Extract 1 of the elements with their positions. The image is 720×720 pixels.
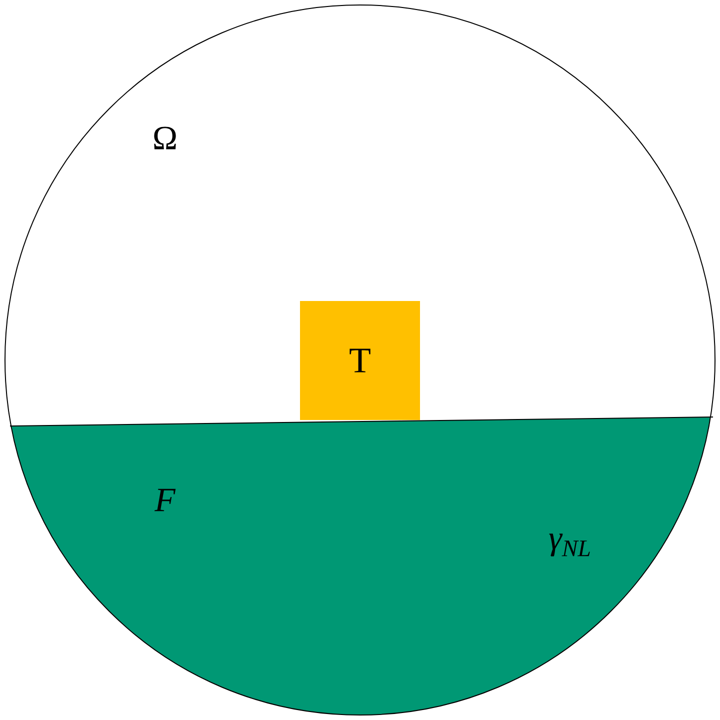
target-box: T <box>300 301 420 420</box>
